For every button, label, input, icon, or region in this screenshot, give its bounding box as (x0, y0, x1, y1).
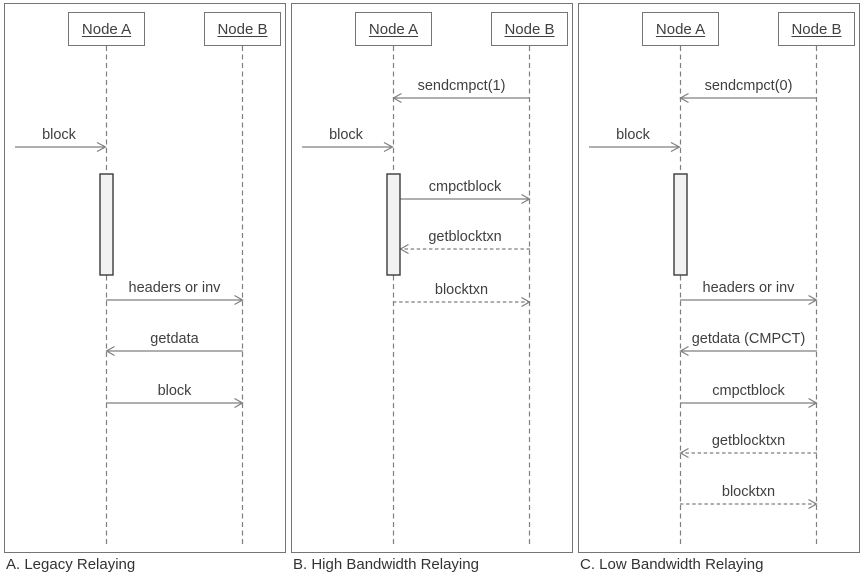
arrowhead-right-icon (234, 294, 244, 306)
arrowhead-left-icon (679, 345, 689, 357)
arrowhead-right-icon (521, 296, 531, 308)
message-label-block-in: block (329, 127, 363, 143)
arrowhead-left-icon (105, 345, 115, 357)
message-label-blocktxn: blocktxn (721, 484, 776, 500)
arrowhead-left-icon (679, 447, 689, 459)
arrowhead-right-icon (808, 498, 818, 510)
panel-b-high-bandwidth-relaying: Node A Node B sendcmpct(1) block cmpctbl… (291, 3, 573, 553)
node-b-label: Node B (217, 20, 268, 38)
caption-panel-a: A. Legacy Relaying (6, 556, 136, 573)
panel-c-canvas (589, 46, 818, 544)
arrowhead-right-icon (383, 141, 394, 153)
caption-panel-c: C. Low Bandwidth Relaying (580, 556, 764, 573)
message-label-block-out: block (157, 383, 192, 399)
arrowhead-right-icon (96, 141, 107, 153)
arrowhead-right-icon (521, 193, 531, 205)
node-a-label: Node A (655, 20, 706, 38)
message-label-headers-or-inv: headers or inv (128, 280, 221, 296)
message-label-cmpctblock: cmpctblock (712, 383, 785, 399)
message-label-sendcmpct1: sendcmpct(1) (417, 78, 506, 94)
node-b-label: Node B (504, 20, 555, 38)
node-a-box: Node A (68, 12, 145, 46)
message-label-getdata-cmpct: getdata (CMPCT) (691, 331, 806, 347)
node-a-label: Node A (81, 20, 132, 38)
caption-panel-b: B. High Bandwidth Relaying (293, 556, 479, 573)
message-label-getblocktxn: getblocktxn (711, 433, 786, 449)
node-a-box: Node A (355, 12, 432, 46)
message-label-getblocktxn: getblocktxn (428, 229, 502, 245)
message-label-getdata: getdata (150, 331, 199, 347)
node-b-box: Node B (778, 12, 855, 46)
arrowhead-right-icon (808, 294, 818, 306)
arrowhead-left-icon (392, 92, 402, 104)
node-b-label: Node B (791, 20, 842, 38)
message-label-blocktxn: blocktxn (434, 282, 489, 298)
arrowhead-right-icon (670, 141, 681, 153)
message-label-sendcmpct0: sendcmpct(0) (704, 78, 793, 94)
activation-bar (673, 173, 688, 276)
message-label-headers-or-inv: headers or inv (702, 280, 795, 296)
activation-bar (99, 173, 114, 276)
activation-bar (386, 173, 401, 276)
message-label-cmpctblock: cmpctblock (428, 179, 502, 195)
arrowhead-right-icon (234, 397, 244, 409)
panel-b-canvas (302, 46, 531, 544)
message-label-block-in: block (616, 127, 650, 143)
node-a-box: Node A (642, 12, 719, 46)
message-label-block-in: block (42, 127, 76, 143)
panel-a-legacy-relaying: Node A Node B block headers or inv getda… (4, 3, 286, 553)
node-b-box: Node B (204, 12, 281, 46)
arrowhead-left-icon (679, 92, 689, 104)
arrowhead-right-icon (808, 397, 818, 409)
node-a-label: Node A (368, 20, 419, 38)
panel-c-low-bandwidth-relaying: Node A Node B sendcmpct(0) block headers… (578, 3, 860, 553)
node-b-box: Node B (491, 12, 568, 46)
panel-a-canvas (15, 46, 244, 544)
